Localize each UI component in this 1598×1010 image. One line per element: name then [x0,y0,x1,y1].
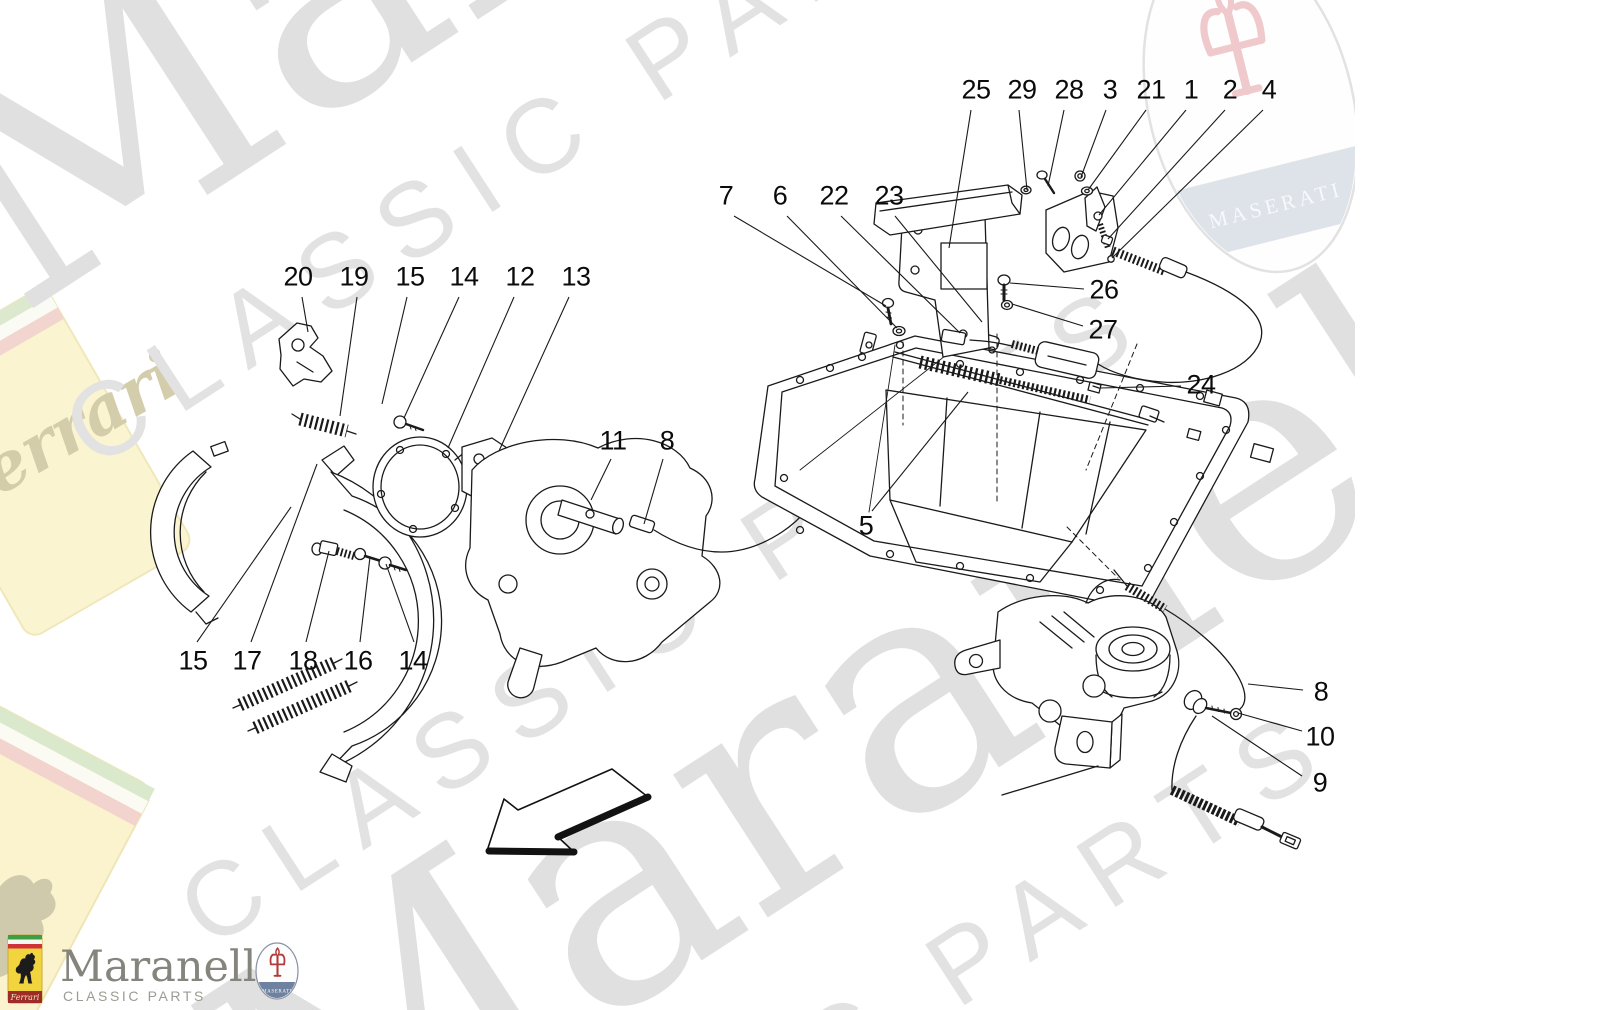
leader-line-28 [1047,109,1065,187]
maserati-label: MASERATI [262,990,292,995]
rear-cable [1113,569,1302,850]
leader-line-10 [1237,712,1303,732]
leader-line-6 [786,215,898,329]
leader-line-5 [871,391,969,512]
mounting-bolt [393,415,425,432]
leader-line-9 [1211,715,1303,777]
footer-tagline: CLASSIC PARTS [63,988,206,1004]
leader-line-2 [1107,109,1226,240]
footer-brand-name: Maranello [60,942,283,992]
handbrake-exploded-drawing [150,170,1302,856]
construction-lines [799,271,1138,579]
leader-line-8 [1247,683,1304,691]
leader-line-13 [498,296,570,452]
maserati-badge-logo: MASERATI [255,942,299,1000]
leader-line-3 [1080,109,1107,178]
maserati-watermark: MASERATI [1142,0,1355,274]
leader-line-11 [590,458,612,501]
leader-line-23 [894,215,983,323]
leader-line-17 [250,463,318,643]
adjuster-assembly [311,540,408,572]
leader-line-20 [301,296,309,333]
leader-line-29 [1018,109,1028,191]
leader-line-1 [1098,109,1187,216]
leader-line-15 [196,506,292,643]
direction-arrow-icon [485,768,652,856]
leader-line-25 [948,109,972,249]
backing-plate [372,436,468,538]
leader-line-14 [385,563,415,643]
leader-line-15 [381,296,408,405]
ferrari-label: Ferrari [10,993,40,1002]
parts-diagram: Ferrari MASERATI Maranello Maranello CLA… [0,0,1355,1010]
leader-line-24 [1099,385,1182,389]
footer-brand: Ferrari Maranello CLASSIC PARTS MASERATI [0,930,340,1010]
leader-line-21 [1087,109,1147,191]
tunnel-pan [753,335,1275,609]
brake-shoe-right [319,445,443,783]
leader-line-16 [359,556,371,643]
ferrari-shield-logo: Ferrari [7,934,43,1004]
prancing-horse-icon [15,952,36,984]
leader-line-8 [643,458,664,525]
lever-part [278,322,333,387]
heat-shield [873,184,1023,236]
bolt-and-nut [997,274,1014,311]
leader-line-19 [339,296,358,417]
return-springs [232,412,358,734]
leader-line-26 [1009,282,1085,290]
leader-line-27 [1011,303,1084,327]
handbrake-actuator [1020,170,1119,273]
actuator-cable [940,246,1263,384]
leader-lines [196,109,1304,777]
leader-line-4 [1111,109,1264,259]
leader-line-12 [447,296,515,449]
retaining-clip [1087,381,1102,394]
leader-line-22 [840,215,961,334]
rear-knuckle [954,578,1180,796]
wheel-carrier [465,437,721,699]
leader-line-18 [305,550,330,643]
ferrari-shield-watermark [0,688,155,1010]
brake-shoe-left [150,440,229,625]
adjuster-rod [892,351,1165,426]
leader-line-7 [733,215,887,307]
leader-line-14 [403,296,460,419]
